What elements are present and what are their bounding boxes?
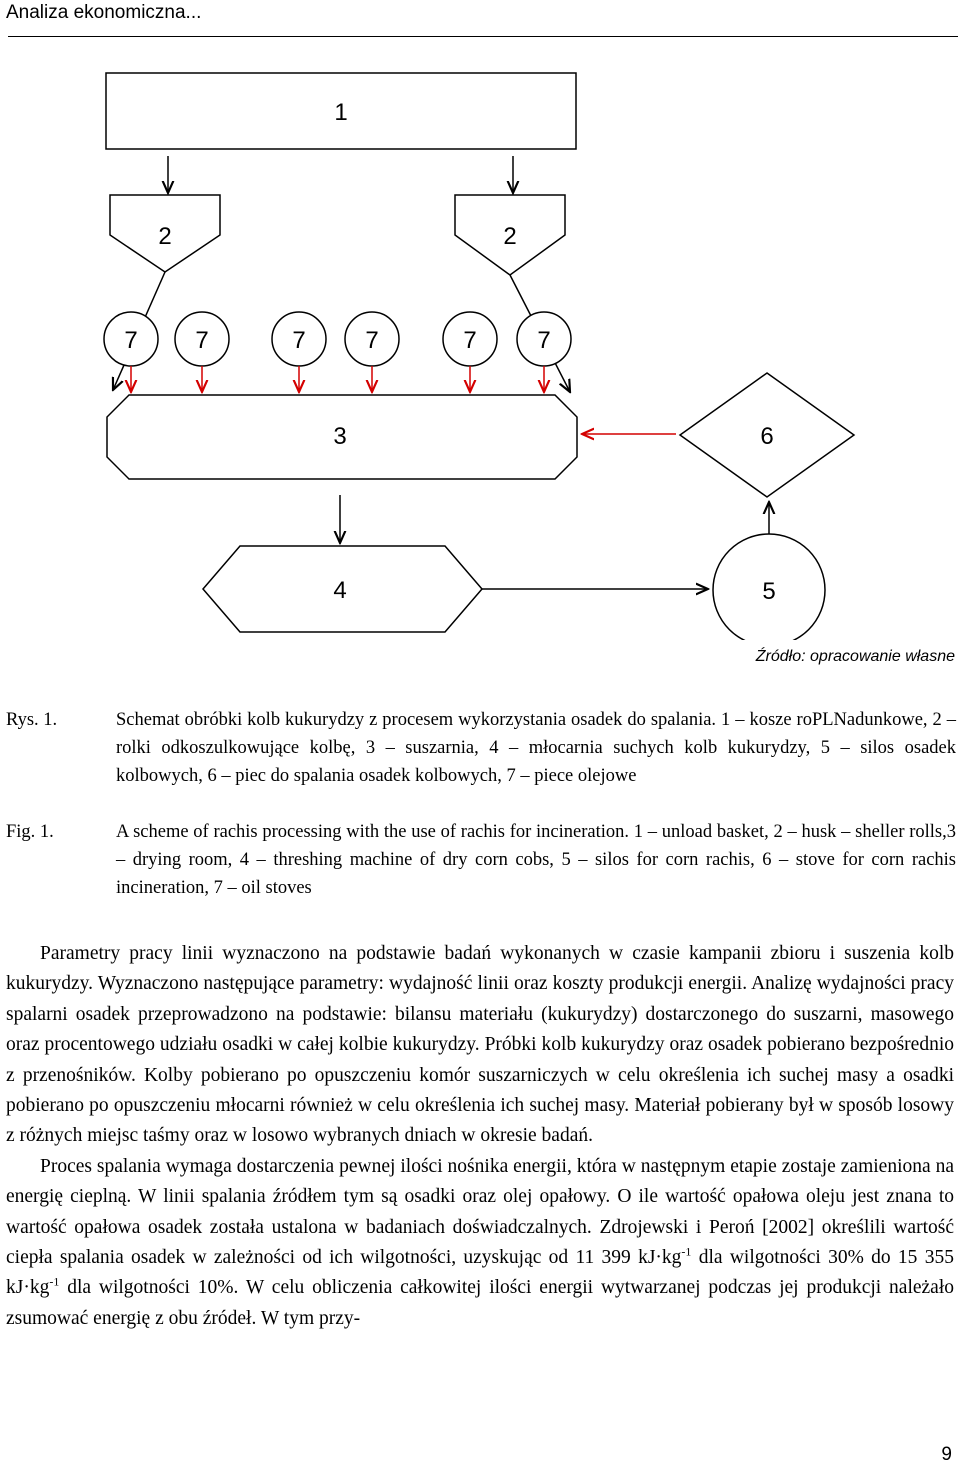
oil-stove-6: 7: [516, 311, 572, 392]
oven-label: 7: [195, 327, 208, 354]
box5-label: 5: [762, 578, 775, 605]
caption-en-label: Fig. 1.: [6, 822, 54, 842]
oven-label: 7: [463, 327, 476, 354]
husk-sheller-left: [109, 194, 221, 273]
process-diagram: 1 2 2 7 7 7 7 7 7 3 6: [103, 72, 856, 640]
p2-sup-1: -1: [681, 1244, 692, 1259]
oven-label: 7: [124, 327, 137, 354]
p2-sup-2: -1: [49, 1274, 60, 1289]
p2-part-c: dla wilgotności 10%. W celu obliczenia c…: [6, 1277, 954, 1329]
box2-left-label: 2: [158, 223, 171, 250]
unload-basket-box: [105, 72, 577, 150]
header-rule: [8, 36, 958, 37]
box2-right-label: 2: [503, 223, 516, 250]
box6-label: 6: [760, 423, 773, 450]
figure-source: Źródło: opracowanie własne: [755, 648, 955, 665]
page-number: 9: [941, 1444, 952, 1465]
box3-label: 3: [333, 423, 346, 450]
oil-stove-2: 7: [174, 311, 230, 392]
body-text: Parametry pracy linii wyznaczono na pods…: [6, 939, 954, 1334]
oil-stove-3: 7: [271, 311, 327, 392]
caption-pl-text: Schemat obróbki kolb kukurydzy z procese…: [116, 710, 956, 786]
oil-stove-5: 7: [442, 311, 498, 392]
oven-label: 7: [292, 327, 305, 354]
paragraph-1: Parametry pracy linii wyznaczono na pods…: [6, 943, 954, 1147]
oil-stove-1: 7: [103, 311, 159, 392]
caption-pl-label: Rys. 1.: [6, 710, 58, 730]
drying-room-box: [106, 394, 578, 480]
oil-stove-4: 7: [344, 311, 400, 392]
oven-label: 7: [537, 327, 550, 354]
caption-en-text: A scheme of rachis processing with the u…: [116, 822, 956, 898]
oven-label: 7: [365, 327, 378, 354]
box1-label: 1: [334, 99, 347, 126]
husk-sheller-right: [454, 194, 566, 276]
running-title: Analiza ekonomiczna...: [6, 2, 202, 23]
page-header: Analiza ekonomiczna...: [4, 0, 958, 38]
threshing-machine-box: [202, 545, 483, 633]
p2-part-b: dla wilgotności 30% do 15 355 kJ·kg: [6, 1247, 954, 1299]
paragraph-2: Proces spalania wymaga dostarczenia pewn…: [6, 1152, 954, 1334]
p2-part-a: Proces spalania wymaga dostarczenia pewn…: [6, 1155, 954, 1269]
rachis-stove-box: [678, 372, 856, 498]
box4-label: 4: [333, 577, 346, 604]
